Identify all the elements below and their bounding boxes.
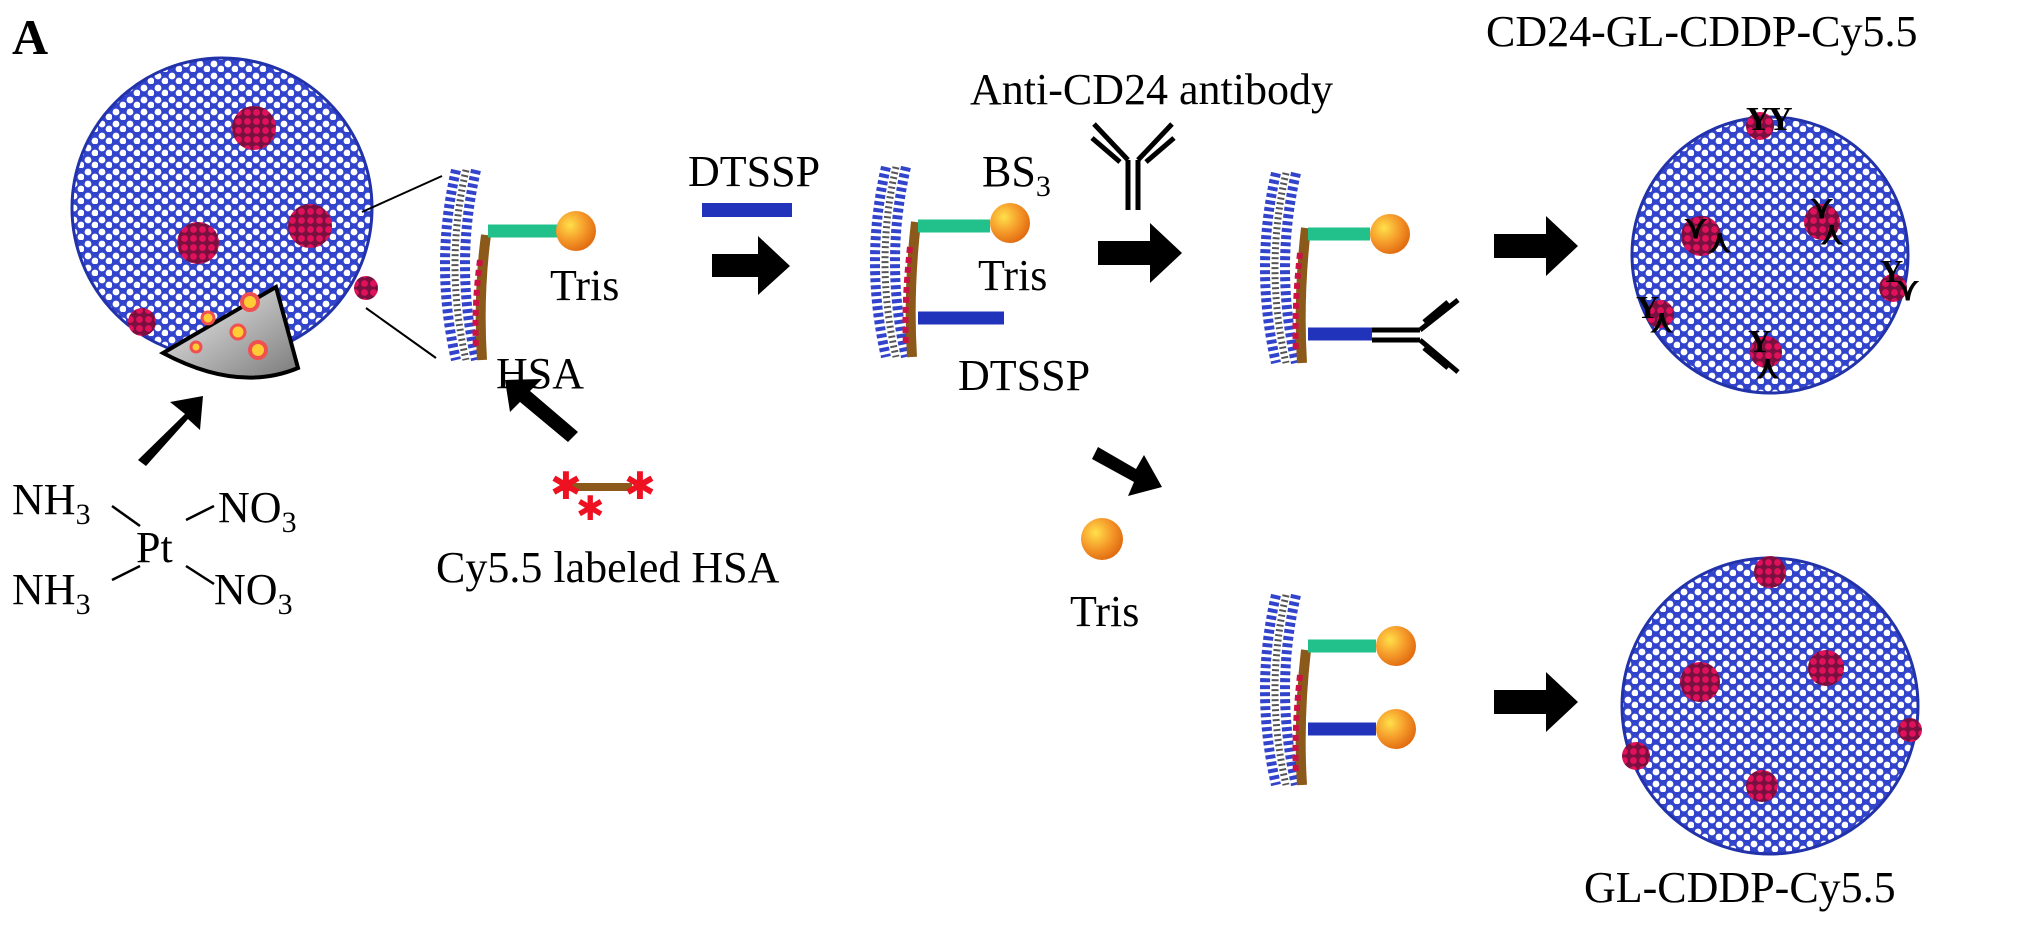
ligand-subscript: 3 <box>75 498 91 531</box>
drug-cluster <box>1898 718 1922 742</box>
cd24-liposome <box>1630 112 1910 395</box>
tris-label: Tris <box>550 261 620 310</box>
arrow-icon <box>712 236 790 295</box>
antibody-icon: ⋎ <box>1896 271 1920 307</box>
tris-ball <box>990 203 1030 243</box>
antibody-icon: Y <box>1768 101 1793 138</box>
drug-cluster <box>1754 556 1786 588</box>
arrow-icon <box>1494 672 1578 732</box>
pt-droplet <box>248 340 268 360</box>
antibody-icon: ⋎ <box>1684 209 1708 245</box>
antibody-icon: Y <box>1746 101 1771 138</box>
svg-text:✱: ✱ <box>576 491 605 528</box>
bs3-subscript: 3 <box>1035 170 1051 203</box>
hsa-label: HSA <box>496 349 585 398</box>
cisplatin-ligand-no3-top: NO3 <box>218 483 297 538</box>
cy55-hsa-icon: ✱ ✱ ✱ <box>550 466 656 528</box>
antibody-icon: ⋎ <box>1810 189 1834 225</box>
cisplatin-bonds <box>111 504 215 586</box>
svg-text:✱: ✱ <box>550 466 582 508</box>
drug-cluster <box>1879 274 1907 302</box>
drug-cluster <box>288 204 332 248</box>
dtssp-reagent-label: DTSSP <box>688 147 821 196</box>
dtssp-linker-label: DTSSP <box>958 351 1091 400</box>
drug-cluster <box>232 106 276 150</box>
tris-label: Tris <box>978 251 1048 300</box>
ligand-subscript: 3 <box>281 506 297 539</box>
drug-cluster <box>1746 770 1778 802</box>
surface-antibodies: Y Y ⋎ ⋏ ⋎ ⋏ Y ⋎ Y ⋏ Y ⋏ <box>1636 101 1920 385</box>
cy55-hsa-label: Cy5.5 labeled HSA <box>436 543 780 592</box>
membrane-segment <box>870 165 921 359</box>
bs3-text: BS <box>982 147 1036 196</box>
ligand-text: NH <box>12 565 76 614</box>
drug-cluster <box>1622 742 1650 770</box>
membrane-segment <box>1260 593 1311 787</box>
pt-droplet <box>240 292 260 312</box>
arrows <box>138 216 1578 732</box>
ligand-subscript: 3 <box>277 588 293 621</box>
drug-cluster <box>1746 112 1774 140</box>
tris-ball <box>1376 709 1416 749</box>
antibody-icon: Y <box>1748 323 1771 359</box>
drug-cluster <box>1681 216 1721 256</box>
svg-text:✱: ✱ <box>624 466 656 508</box>
cd24-product-label: CD24-GL-CDDP-Cy5.5 <box>1486 7 1918 56</box>
cisplatin-ligand-nh3-bottom: NH3 <box>12 565 91 620</box>
ligand-subscript: 3 <box>75 588 91 621</box>
bound-antibody <box>1372 298 1460 374</box>
antibody-icon: Y <box>1636 289 1659 325</box>
drug-loaded-liposome <box>70 56 378 380</box>
antibody-icon: ⋏ <box>1650 303 1674 339</box>
drug-cluster <box>177 222 219 264</box>
gl-liposome <box>1620 556 1922 856</box>
tris-ball <box>1081 518 1123 560</box>
ligand-text: NH <box>12 475 76 524</box>
antibody-icon: ⋏ <box>1708 223 1732 259</box>
tris-ball <box>1370 214 1410 254</box>
drug-cluster <box>354 276 378 300</box>
ligand-text: NO <box>214 565 278 614</box>
cisplatin-ligand-no3-bottom: NO3 <box>214 565 293 620</box>
drug-cluster <box>128 308 156 336</box>
arrow-icon <box>1494 216 1578 276</box>
tris-ball <box>1376 626 1416 666</box>
membrane-segment <box>440 168 491 362</box>
arrow-icon <box>505 379 578 442</box>
antibody-icon <box>1090 122 1176 210</box>
zoom-line <box>365 307 437 359</box>
arrow-icon <box>1092 447 1162 496</box>
anti-cd24-label: Anti-CD24 antibody <box>970 65 1333 114</box>
membrane-segment <box>1260 171 1311 365</box>
tris-ball <box>556 211 596 251</box>
cisplatin-center-pt: Pt <box>136 523 173 572</box>
tris-label: Tris <box>1070 587 1140 636</box>
pt-droplet <box>229 323 247 341</box>
arrow-icon <box>1098 223 1182 283</box>
gl-product-label: GL-CDDP-Cy5.5 <box>1584 863 1896 912</box>
drug-cluster <box>1808 650 1844 686</box>
ligand-text: NO <box>218 483 282 532</box>
drug-cluster <box>1646 300 1674 328</box>
panel-label: A <box>12 9 49 65</box>
drug-cluster <box>1750 336 1782 368</box>
antibody-icon: ⋏ <box>1820 215 1844 251</box>
pt-droplet <box>189 340 203 354</box>
zoom-line <box>361 175 443 213</box>
drug-cluster <box>1804 204 1840 240</box>
antibody-icon: ⋏ <box>1756 349 1780 385</box>
bs3-label: BS3 <box>982 147 1051 202</box>
arrow-icon <box>138 396 203 466</box>
drug-cluster <box>1680 662 1720 702</box>
pt-droplet <box>200 310 216 326</box>
cisplatin-ligand-nh3-top: NH3 <box>12 475 91 530</box>
antibody-icon: Y <box>1880 253 1903 289</box>
